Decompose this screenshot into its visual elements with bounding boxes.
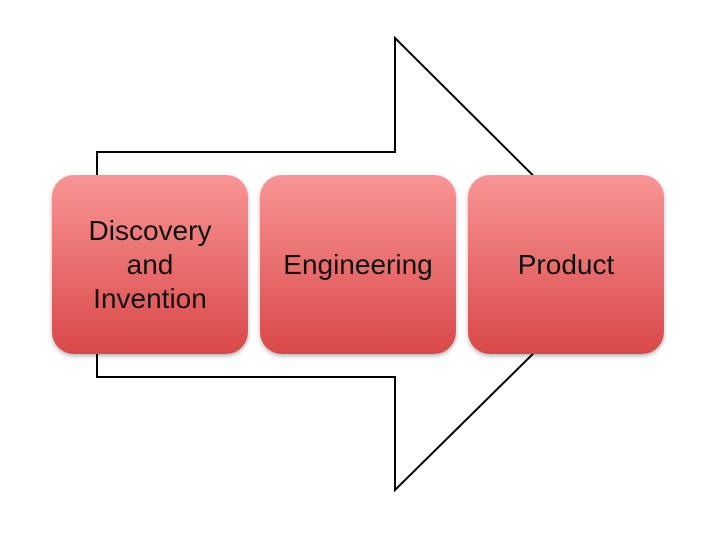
step-label-engineering: Engineering [283,248,433,280]
step-box-discovery: Discovery and Invention [52,175,248,354]
step-box-product: Product [468,175,664,354]
step-label-discovery: Discovery and Invention [88,214,212,314]
step-label-product: Product [517,248,615,280]
step-box-engineering: Engineering [260,175,456,354]
